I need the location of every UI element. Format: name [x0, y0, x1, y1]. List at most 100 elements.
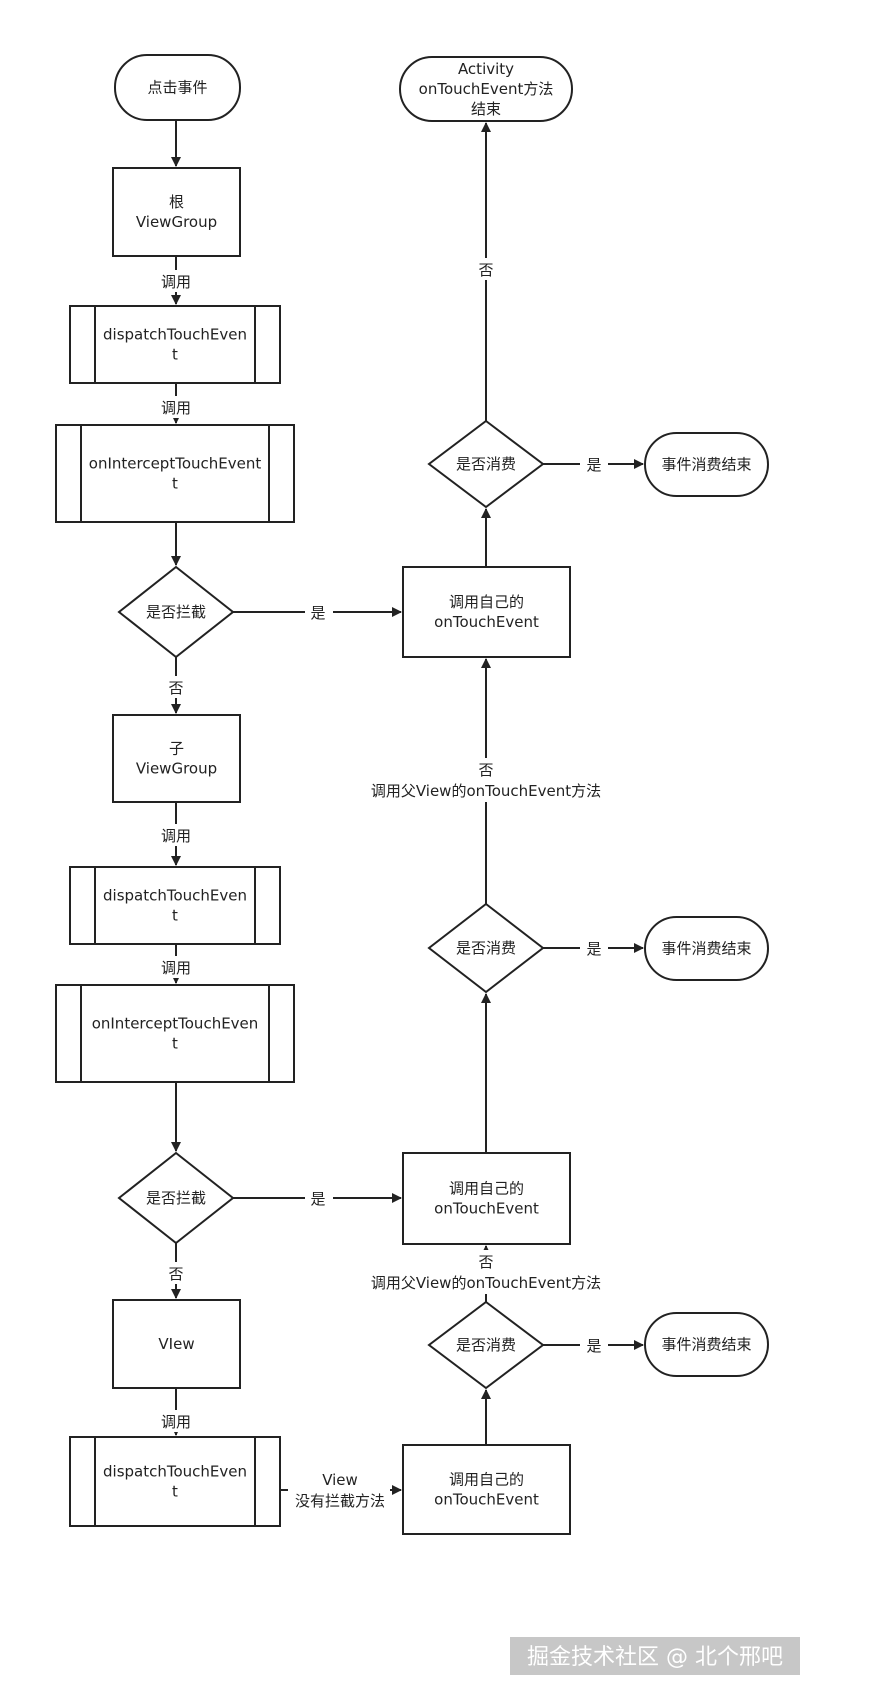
edge-label: 否	[478, 761, 493, 779]
label-background	[158, 396, 194, 418]
edge-labels-layer: 调用调用否调用调用否调用是是是是是否否调用父View的onTouchEvent方…	[158, 258, 616, 1512]
label-background	[162, 1262, 190, 1284]
node-label: 结束	[471, 100, 501, 118]
node-decision-intercept-1: 是否拦截	[117, 565, 235, 659]
process-box	[402, 1444, 571, 1535]
edge-label: 调用	[161, 399, 191, 417]
edge-label: 调用	[161, 1413, 191, 1431]
node-label: t	[172, 1035, 178, 1053]
watermark: 掘金技术社区 @ 北个邢吧	[510, 1637, 800, 1675]
node-label: 是否拦截	[146, 1189, 206, 1207]
edge-label: 调用父View的onTouchEvent方法	[371, 1274, 601, 1292]
node-label: t	[172, 346, 178, 364]
node-label: onTouchEvent方法	[419, 80, 554, 98]
node-label: dispatchTouchEven	[103, 326, 247, 344]
watermark-text: 掘金技术社区 @ 北个邢吧	[527, 1645, 783, 1670]
node-self-touch-3: 调用自己的 onTouchEvent	[402, 1444, 571, 1535]
decision-diamond	[427, 902, 545, 994]
label-background	[158, 956, 194, 978]
node-root-viewgroup: 根 ViewGroup	[112, 167, 241, 257]
edge-label: View	[322, 1471, 358, 1489]
nodes-layer: 点击事件根ViewGroupdispatchTouchEventonInterc…	[55, 54, 769, 1535]
watermark-background	[510, 1637, 800, 1675]
edge-label: 调用父View的onTouchEvent方法	[371, 782, 601, 800]
label-background	[158, 1410, 194, 1432]
edge-label: 是	[586, 456, 601, 474]
label-background	[580, 939, 608, 959]
predefined-process-shape	[69, 1436, 281, 1527]
node-decision-consume-1: 是否消费	[427, 419, 545, 509]
label-background	[305, 602, 333, 624]
node-label: 调用自己的	[449, 1180, 524, 1198]
decision-diamond	[117, 565, 235, 659]
edge-label: 是	[586, 1337, 601, 1355]
node-view: VIew	[112, 1299, 241, 1389]
node-label: 调用自己的	[449, 593, 524, 611]
node-intercept-2: onInterceptTouchEven t	[55, 984, 295, 1083]
process-box	[112, 714, 241, 803]
node-end-1: 事件消费结束	[644, 432, 769, 497]
node-label: 事件消费结束	[661, 456, 751, 474]
edge-label: 调用	[161, 273, 191, 291]
process-box	[402, 1152, 571, 1245]
label-background	[158, 824, 194, 846]
process-box	[112, 1299, 241, 1389]
label-background	[305, 1188, 333, 1210]
node-label: onInterceptTouchEvent	[89, 455, 262, 473]
node-label: 事件消费结束	[661, 1336, 751, 1354]
node-label: onTouchEvent	[434, 1491, 539, 1509]
node-label: VIew	[158, 1335, 194, 1353]
decision-diamond	[427, 419, 545, 509]
node-label: t	[172, 1483, 178, 1501]
node-decision-consume-3: 是否消费	[427, 1300, 545, 1390]
terminal-shape	[644, 916, 769, 981]
node-label: ViewGroup	[136, 213, 217, 231]
node-decision-consume-2: 是否消费	[427, 902, 545, 994]
node-label: 调用自己的	[449, 1471, 524, 1489]
label-background	[162, 676, 190, 698]
predefined-process-shape	[69, 305, 281, 384]
edge-label: 是	[310, 1190, 325, 1208]
node-dispatch-1: dispatchTouchEven t	[69, 305, 281, 384]
node-label: t	[172, 475, 178, 493]
node-label: ViewGroup	[136, 760, 217, 778]
predefined-process-shape	[55, 984, 295, 1083]
label-background	[580, 1336, 608, 1356]
node-start: 点击事件	[114, 54, 241, 121]
label-background	[158, 270, 194, 292]
label-background	[580, 455, 608, 475]
node-dispatch-2: dispatchTouchEven t	[69, 866, 281, 945]
node-end-2: 事件消费结束	[644, 916, 769, 981]
edge-label: 没有拦截方法	[295, 1492, 385, 1510]
decision-diamond	[117, 1151, 235, 1245]
edge-label: 是	[586, 940, 601, 958]
edge-label: 调用	[161, 827, 191, 845]
node-label: 是否消费	[456, 1336, 516, 1354]
predefined-process-shape	[69, 866, 281, 945]
node-label: 事件消费结束	[661, 940, 751, 958]
label-background	[360, 758, 616, 802]
node-decision-intercept-2: 是否拦截	[117, 1151, 235, 1245]
node-label: dispatchTouchEven	[103, 887, 247, 905]
node-label: 根	[169, 193, 184, 211]
edge-label: 否	[478, 1253, 493, 1271]
edge-label: 否	[168, 1265, 183, 1283]
process-box	[402, 566, 571, 658]
terminal-shape	[399, 56, 573, 122]
predefined-process-shape	[55, 424, 295, 523]
node-label: dispatchTouchEven	[103, 1463, 247, 1481]
label-background	[288, 1468, 390, 1512]
edge-label: 否	[478, 261, 493, 279]
edge-label: 调用	[161, 959, 191, 977]
node-label: onInterceptTouchEven	[92, 1015, 259, 1033]
node-label: Activity	[458, 60, 514, 78]
node-label: t	[172, 907, 178, 925]
terminal-shape	[644, 432, 769, 497]
node-end-3: 事件消费结束	[644, 1312, 769, 1377]
node-intercept-1: onInterceptTouchEvent t	[55, 424, 295, 523]
